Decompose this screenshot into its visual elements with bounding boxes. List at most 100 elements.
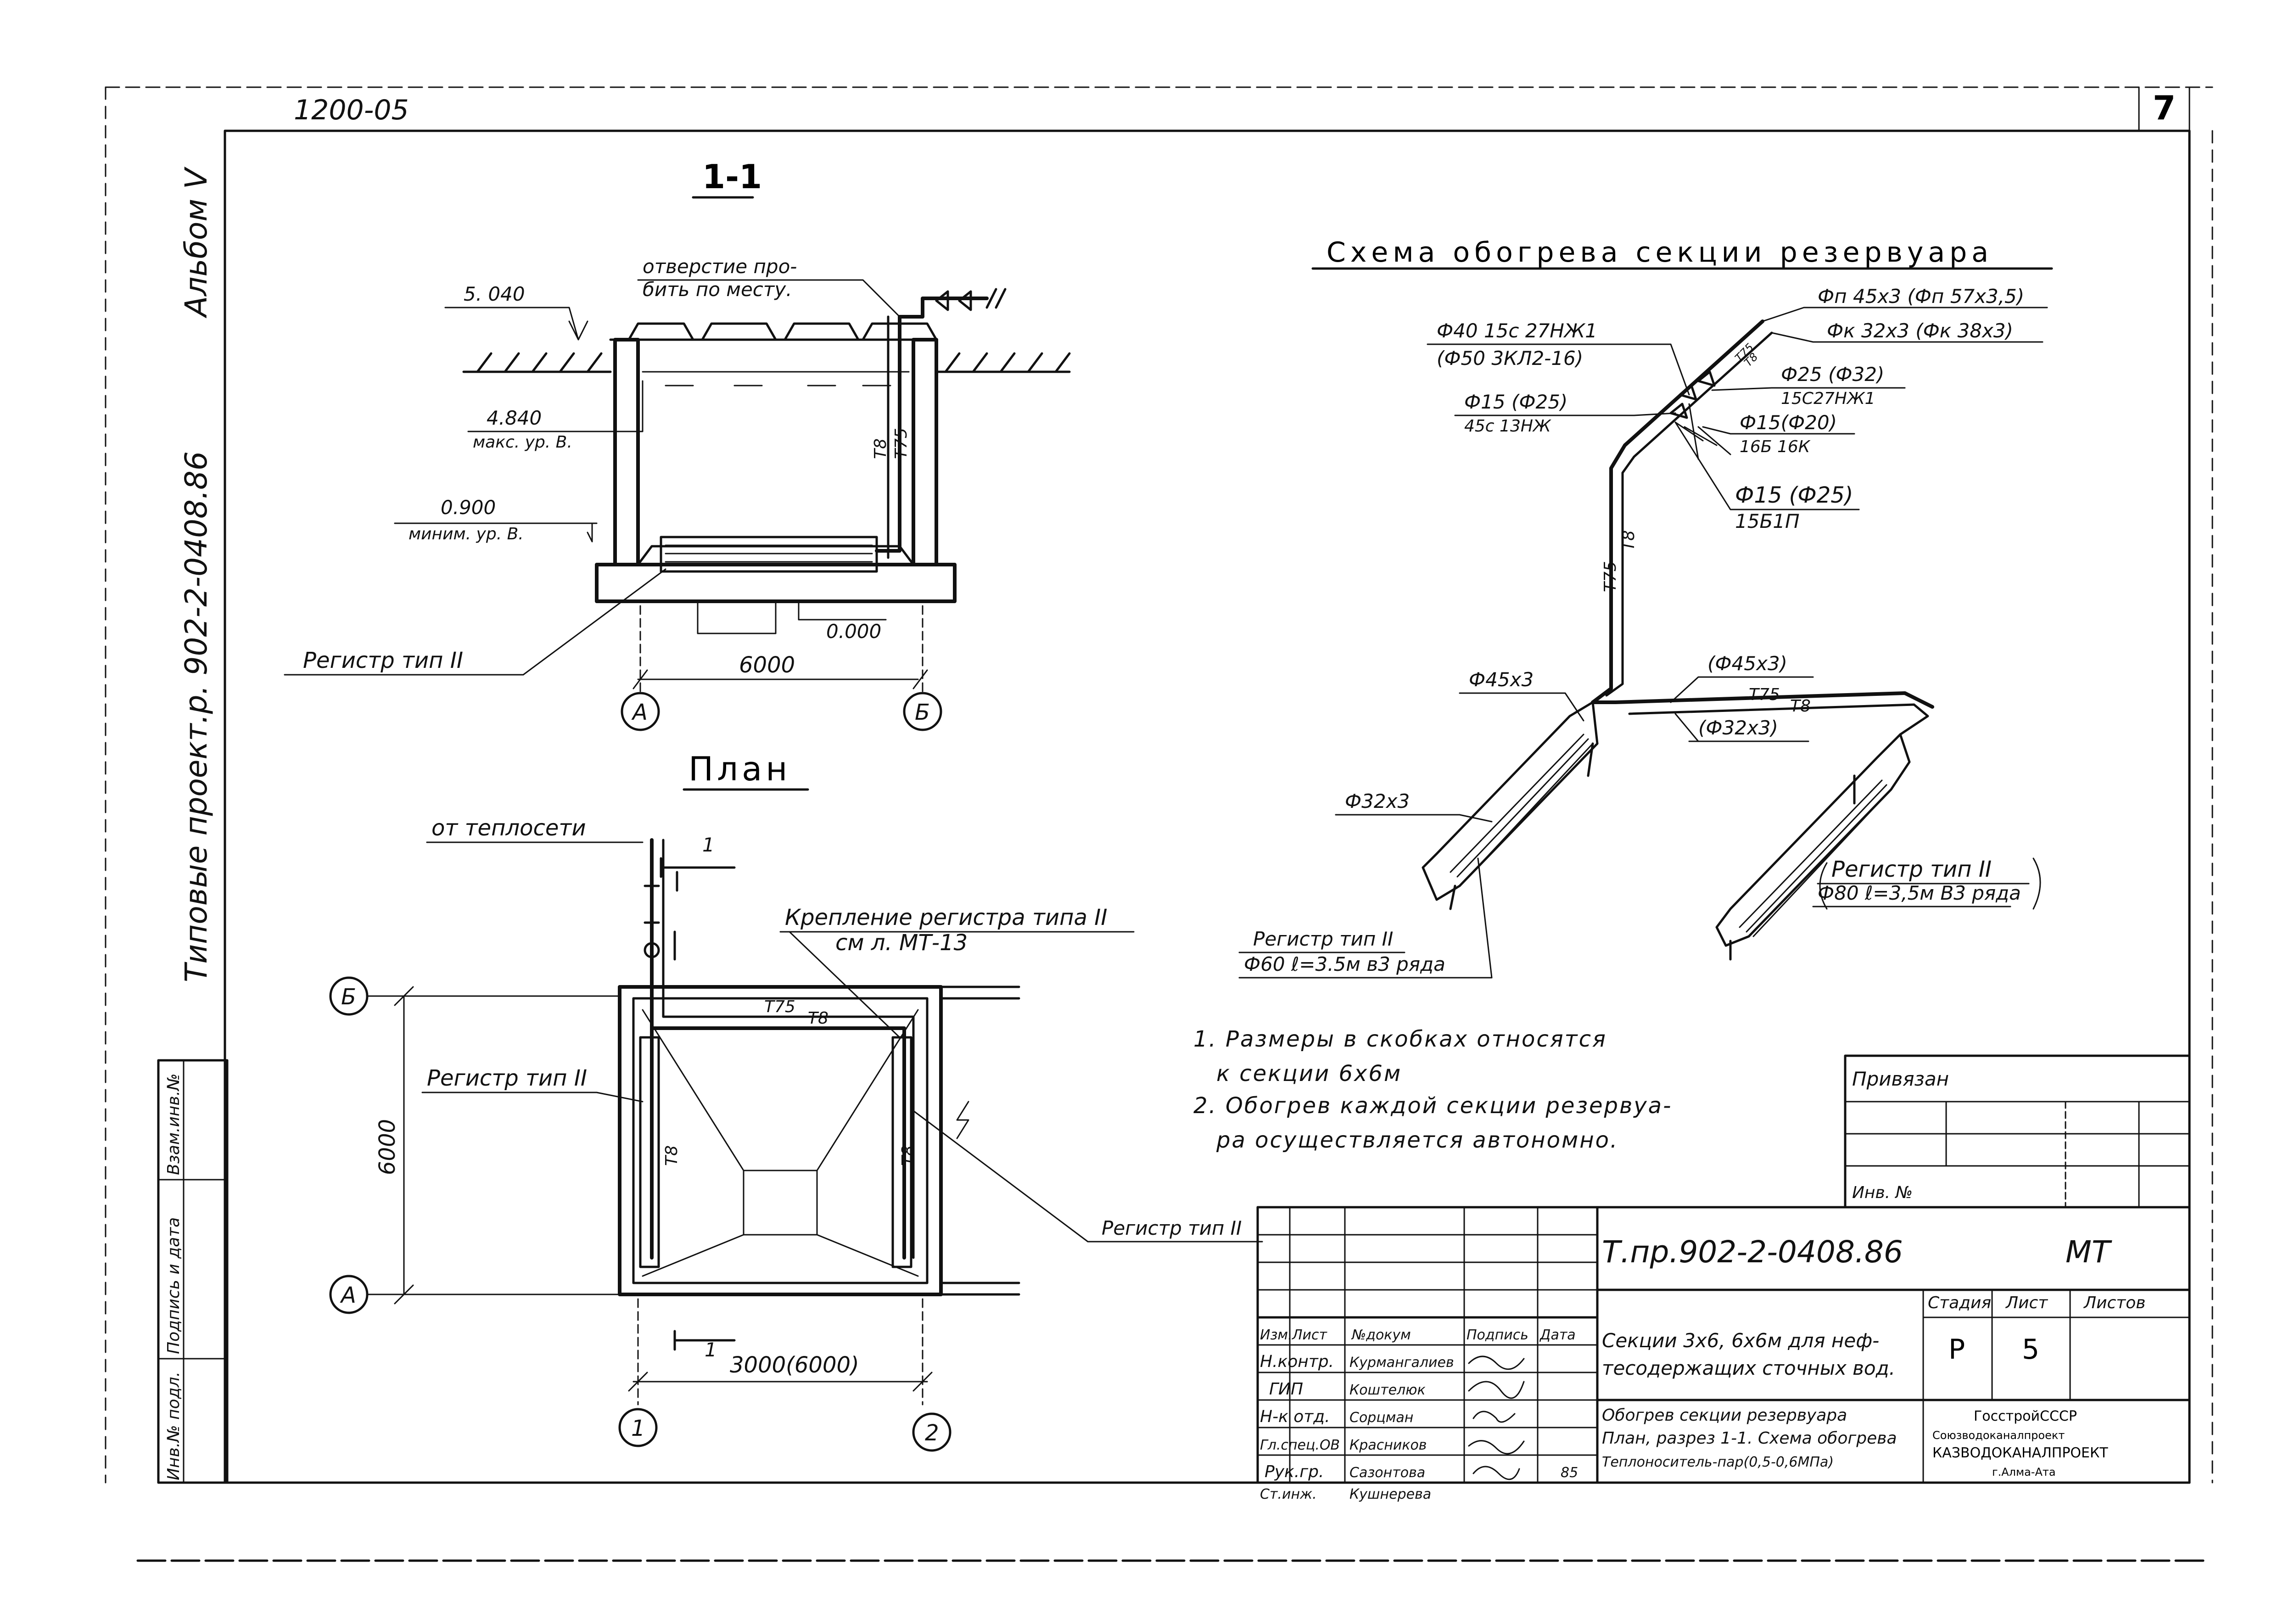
level-max-label: макс. ур. В. — [473, 433, 572, 452]
tb-org-1: ГосстройСССР — [1974, 1408, 2077, 1424]
plan-t8-label: Т8 — [808, 1009, 828, 1028]
tb-org-2: Союзводоканалпроект — [1932, 1429, 2065, 1442]
plan-t8-right: Т8 — [899, 1145, 918, 1166]
axis-b-section: Б — [915, 700, 930, 725]
register-section — [660, 536, 878, 573]
plan-t8-left: Т8 — [662, 1145, 681, 1166]
scheme-l9: (Ф32х3) — [1698, 717, 1778, 739]
strip-inv-original: Инв.№ подл. — [164, 1372, 183, 1480]
tb-role-1: ГИП — [1269, 1380, 1303, 1399]
register-right-label: Регистр тип II — [1102, 1217, 1242, 1239]
strip-sign-date: Подпись и дата — [164, 1217, 183, 1354]
tb-name-3: Красников — [1349, 1437, 1427, 1453]
scheme-t8-vert: Т8 — [1619, 530, 1638, 551]
scheme-l5b: 16Б 16К — [1740, 437, 1811, 456]
scheme-register-right — [1715, 733, 1911, 961]
scheme-title: Схема обогрева секции резервуара — [1327, 236, 1993, 269]
plan-axis-2: 2 — [925, 1420, 939, 1446]
plan-title: План — [688, 750, 791, 788]
level-max: 4.840 — [487, 407, 542, 429]
tb-stage-val: Р — [1948, 1333, 1965, 1366]
strip-replaced-inv: Взам.инв.№ — [164, 1073, 183, 1175]
project-number-vertical: Типовые проект.р. 902-2-0408.86 — [179, 451, 214, 982]
plan-dim-horizontal: 3000(6000) — [730, 1352, 859, 1378]
scheme-l4a: Ф15 (Ф25) — [1464, 391, 1567, 413]
scheme-l5a: Ф15(Ф20) — [1740, 411, 1837, 434]
note-2: 2. Обогрев каждой секции резервуа- — [1193, 1093, 1672, 1119]
cut-mark-top: 1 — [702, 834, 715, 856]
level-zero: 0.000 — [826, 620, 881, 643]
tb-name-4: Сазонтова — [1349, 1465, 1425, 1481]
pipe-t8-label: Т8 — [871, 438, 890, 459]
tb-role-4: Рук.гр. — [1265, 1462, 1324, 1481]
scheme-l7: (Ф45х3) — [1707, 652, 1787, 675]
mount-ref: см л. МТ-13 — [835, 930, 968, 956]
tb-role-3: Гл.спец.ОВ — [1260, 1437, 1340, 1453]
plan-dim-vertical: 6000 — [375, 1119, 400, 1175]
tb-name-1: Коштелюк — [1349, 1382, 1426, 1398]
tb-org-3: КАЗВОДОКАНАЛПРОЕКТ — [1932, 1445, 2108, 1461]
hole-note: отверстие про- — [643, 255, 797, 278]
scheme-l8: Ф45х3 — [1469, 668, 1534, 691]
scheme-l2b: (Ф50 3КЛ2-16) — [1437, 347, 1583, 370]
tb-sub-2: План, разрез 1-1. Схема обогрева — [1602, 1429, 1897, 1448]
heating-scheme: Схема обогрева секции резервуара Т75 Т8 … — [1238, 236, 2053, 979]
tb-name-5: Кушнерева — [1349, 1486, 1431, 1502]
scheme-reg-left-a: Регистр тип II — [1253, 928, 1393, 950]
left-strip: Альбом V Типовые проект.р. 902-2-0408.86… — [157, 167, 229, 1484]
tb-sub-1: Обогрев секции резервуара — [1602, 1406, 1847, 1425]
scheme-l1b: Фк 32х3 (Фк 38х3) — [1827, 319, 2013, 342]
tb-stage-label: Стадия — [1928, 1294, 1991, 1312]
scheme-t8-horiz: Т8 — [1790, 697, 1811, 716]
scheme-t75-horiz: Т75 — [1749, 685, 1780, 704]
scheme-l2a: Ф40 15с 27НЖ1 — [1437, 319, 1597, 342]
tb-head-izm: Изм. — [1260, 1327, 1293, 1343]
tb-mark: МТ — [2066, 1234, 2112, 1270]
section-title: 1-1 — [702, 157, 762, 196]
level-min-label: миним. ур. В. — [409, 525, 524, 543]
hole-note-2: бить по месту. — [643, 278, 792, 301]
register-left-label: Регистр тип II — [427, 1065, 587, 1091]
level-top: 5. 040 — [464, 283, 525, 305]
title-block: Изм. Лист №докум Подпись Дата Н.контр. К… — [1256, 1206, 2191, 1502]
tb-name-0: Курмангалиев — [1349, 1355, 1454, 1371]
tb-sub-3: Теплоноситель-пар(0,5-0,6МПа) — [1602, 1454, 1834, 1470]
tb-head-list: Лист — [1292, 1327, 1328, 1343]
pipe-t75-label: Т75 — [892, 428, 911, 459]
scheme-l6a: Ф15 (Ф25) — [1735, 482, 1853, 508]
tb-doc-code: Т.пр.902-2-0408.86 — [1602, 1234, 1903, 1270]
plan-axis-a: А — [340, 1282, 356, 1308]
scheme-l4b: 45с 13НЖ — [1464, 417, 1552, 436]
binding-label: Привязан — [1852, 1068, 1949, 1090]
tb-name-2: Сорцман — [1349, 1410, 1413, 1426]
tb-date-val: 85 — [1561, 1465, 1578, 1481]
sheet-frame — [105, 86, 2213, 1562]
plan-cut-mark-bottom: 1 — [705, 1338, 717, 1361]
sheet-number: 7 — [2153, 89, 2176, 127]
tb-title-2: тесодержащих сточных вод. — [1602, 1357, 1895, 1379]
tb-org-4: г.Алма-Ата — [1992, 1466, 2056, 1478]
scheme-reg-right-a: Регистр тип II — [1831, 857, 1992, 882]
mount-note: Крепление регистра типа II — [785, 905, 1107, 930]
from-network-label: от теплосети — [431, 815, 586, 841]
tb-role-0: Н.контр. — [1260, 1352, 1334, 1371]
tb-head-date: Дата — [1539, 1327, 1576, 1343]
tb-head-sign: Подпись — [1467, 1327, 1528, 1343]
plan-view: План от теплосети 1 Т75 Т8 Т8 Т8 Креплен… — [329, 750, 1263, 1452]
tb-title-1: Секции 3х6, 6х6м для неф- — [1602, 1329, 1879, 1352]
note-2b: ра осуществляется автономно. — [1216, 1127, 1618, 1153]
plan-t75-label: Т75 — [764, 997, 795, 1016]
scheme-l1a: Фп 45х3 (Фп 57х3,5) — [1818, 285, 2024, 308]
tb-role-2: Н-к отд. — [1260, 1407, 1330, 1426]
binding-inv: Инв. № — [1852, 1183, 1913, 1202]
tb-sheet-label: Лист — [2005, 1294, 2048, 1312]
tb-sheets-label: Листов — [2083, 1294, 2145, 1312]
tb-head-doc: №докум — [1351, 1327, 1411, 1343]
notes: 1. Размеры в скобках относятся к секции … — [1193, 1026, 1672, 1153]
register-label-section: Регистр тип II — [303, 648, 463, 673]
signature-scribbles — [1468, 1355, 1525, 1480]
binding-block: Привязан Инв. № — [1844, 1054, 2191, 1209]
plan-axis-b: Б — [341, 984, 356, 1010]
scheme-l6b: 15Б1П — [1735, 510, 1800, 532]
